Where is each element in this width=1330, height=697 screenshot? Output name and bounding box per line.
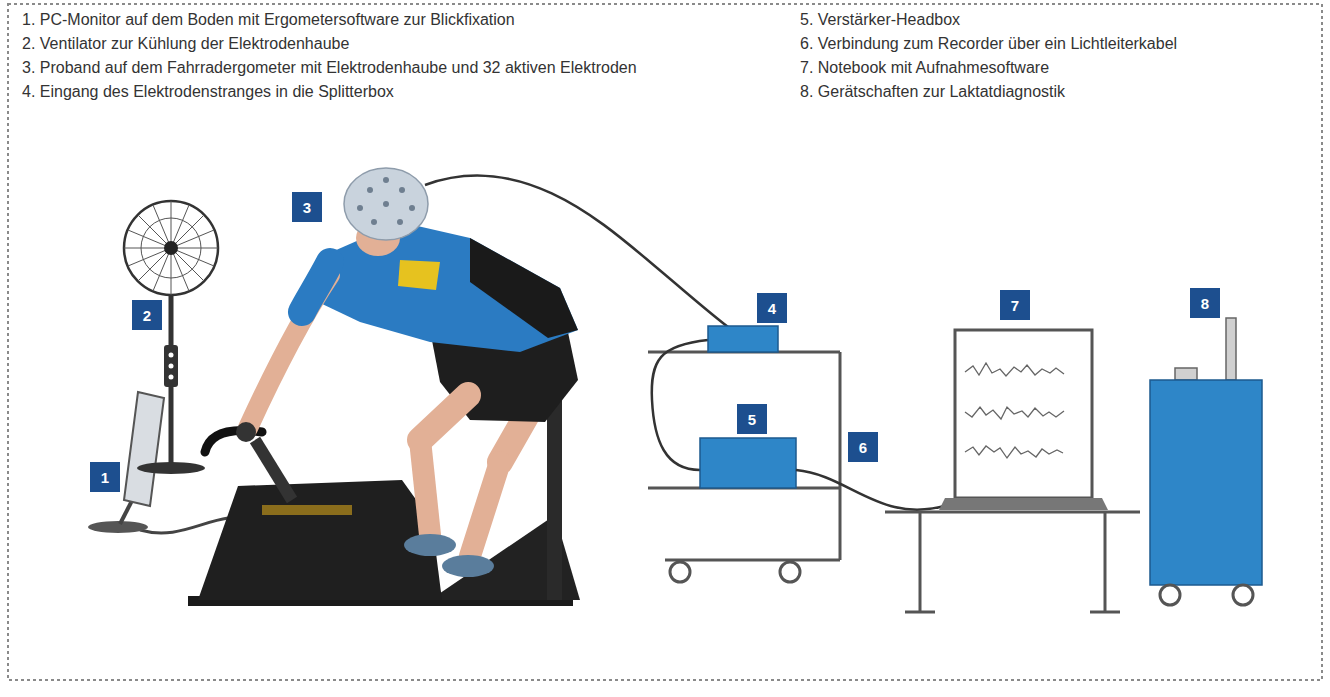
equipment-cart xyxy=(648,352,840,582)
fan-switch xyxy=(164,345,178,387)
callout-number: 5 xyxy=(737,404,767,434)
callout-number: 8 xyxy=(1190,288,1220,318)
jersey-logo xyxy=(398,260,440,290)
callout-number: 2 xyxy=(132,300,162,330)
cabinet-wheel xyxy=(1233,585,1253,605)
fan-hub xyxy=(164,241,178,255)
notebook-base xyxy=(939,498,1108,510)
fan-ring xyxy=(141,218,201,278)
ergometer-housing xyxy=(198,480,442,600)
ergometer-badge xyxy=(262,505,352,515)
dashed-frame xyxy=(8,4,1322,680)
legend-item: 4. Eingang des Elektrodenstranges in die… xyxy=(22,82,394,102)
legend-item: 2. Ventilator zur Kühlung der Elektroden… xyxy=(22,34,349,54)
table xyxy=(885,512,1140,612)
electrode xyxy=(409,205,415,211)
callout-number: 1 xyxy=(90,462,120,492)
electrodes xyxy=(357,177,415,225)
electrode xyxy=(383,177,389,183)
splitter-box xyxy=(708,326,778,352)
legend-item: 8. Gerätschaften zur Laktatdiagnostik xyxy=(800,82,1065,102)
table-foot xyxy=(1090,611,1120,614)
callout-number: 4 xyxy=(757,293,787,323)
front-shin xyxy=(420,440,430,535)
cart-post xyxy=(839,352,842,560)
fan-guard xyxy=(124,201,218,295)
fan-grille xyxy=(124,201,218,295)
lactate-cabinet xyxy=(1150,380,1262,585)
fan-button xyxy=(169,375,174,380)
electrode-cap xyxy=(344,168,428,240)
lactate-tube xyxy=(1226,318,1236,380)
electrode xyxy=(371,219,377,225)
sleeve xyxy=(302,262,330,312)
legend-item: 1. PC-Monitor auf dem Boden mit Ergomete… xyxy=(22,10,515,30)
cart-rail xyxy=(665,559,840,562)
fan-spoke xyxy=(138,215,204,281)
electrode xyxy=(383,201,389,207)
legend-item: 7. Notebook mit Aufnahmesoftware xyxy=(800,58,1049,78)
lactate-analyzer xyxy=(1175,368,1197,380)
monitor-base xyxy=(88,521,148,533)
table-leg xyxy=(1104,512,1107,612)
waveform xyxy=(965,446,1063,458)
monitor-cable xyxy=(140,518,228,533)
callout-number: 3 xyxy=(292,192,322,222)
rear-shoe xyxy=(442,555,494,577)
monitor-panel xyxy=(124,392,164,506)
amplifier-headbox xyxy=(700,438,796,488)
cart-wheel xyxy=(670,562,690,582)
table-leg xyxy=(919,512,922,612)
seat-post xyxy=(547,400,562,600)
fiber-optic-cable xyxy=(796,470,948,510)
waveform xyxy=(965,407,1064,419)
cart-wheel xyxy=(780,562,800,582)
fan-button xyxy=(169,364,174,369)
notebook-screen xyxy=(955,330,1092,498)
rear-shin xyxy=(470,462,500,556)
table-top xyxy=(885,511,1140,514)
callout-number: 7 xyxy=(1000,290,1030,320)
legend-item: 6. Verbindung zum Recorder über ein Lich… xyxy=(800,34,1177,54)
electrode xyxy=(357,205,363,211)
handlebar-post xyxy=(255,440,292,500)
front-shoe xyxy=(404,534,456,556)
fan-base xyxy=(137,462,205,474)
electrode xyxy=(397,219,403,225)
electrode xyxy=(367,187,373,193)
jersey-panel xyxy=(470,238,578,338)
waveform xyxy=(965,363,1064,376)
cabinet-wheel xyxy=(1160,585,1180,605)
eeg-waveforms xyxy=(965,363,1064,458)
electrode xyxy=(399,187,405,193)
callout-number: 6 xyxy=(848,432,878,462)
table-foot xyxy=(905,611,935,614)
fan-spoke xyxy=(138,215,204,281)
legend-item: 3. Proband auf dem Fahrradergometer mit … xyxy=(22,58,637,78)
fan-button xyxy=(169,353,174,358)
hand xyxy=(236,422,256,442)
legend-item: 5. Verstärker-Headbox xyxy=(800,10,960,30)
